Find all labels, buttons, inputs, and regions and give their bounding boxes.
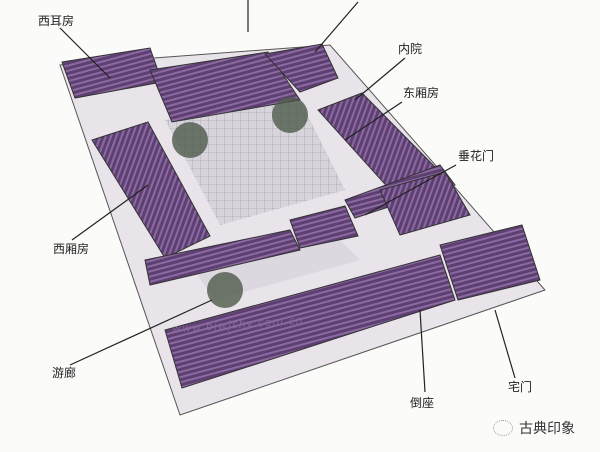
corridor-roof	[144, 229, 301, 286]
wechat-icon	[493, 420, 513, 436]
leader-lines	[59, 0, 516, 393]
label-corridor: 游廊	[52, 366, 77, 380]
east-gate-house-roof	[379, 171, 471, 236]
tree	[172, 122, 208, 158]
main-gate-roof	[439, 224, 541, 301]
tree	[272, 97, 308, 133]
label-east-wing-room: 东厢房	[403, 86, 440, 100]
main-hall-roof	[149, 51, 301, 123]
reverse-room-roof	[164, 254, 456, 389]
tree	[207, 272, 243, 308]
label-west-wing-room: 西厢房	[53, 242, 90, 256]
west-wing-room-roof	[91, 121, 211, 259]
label-west-ear-room: 西耳房	[38, 14, 75, 28]
logo: 古典印象	[493, 418, 575, 438]
logo-text: 古典印象	[519, 421, 575, 437]
label-festooned-gate: 垂花门	[458, 149, 495, 163]
label-reverse-room: 倒座	[410, 396, 435, 410]
label-inner-courtyard: 内院	[398, 42, 423, 56]
inner-courtyard-paving	[165, 100, 345, 225]
east-ear-room-roof	[264, 43, 339, 93]
label-main-gate: 宅门	[508, 380, 533, 394]
festooned-gate-roof	[289, 205, 359, 249]
